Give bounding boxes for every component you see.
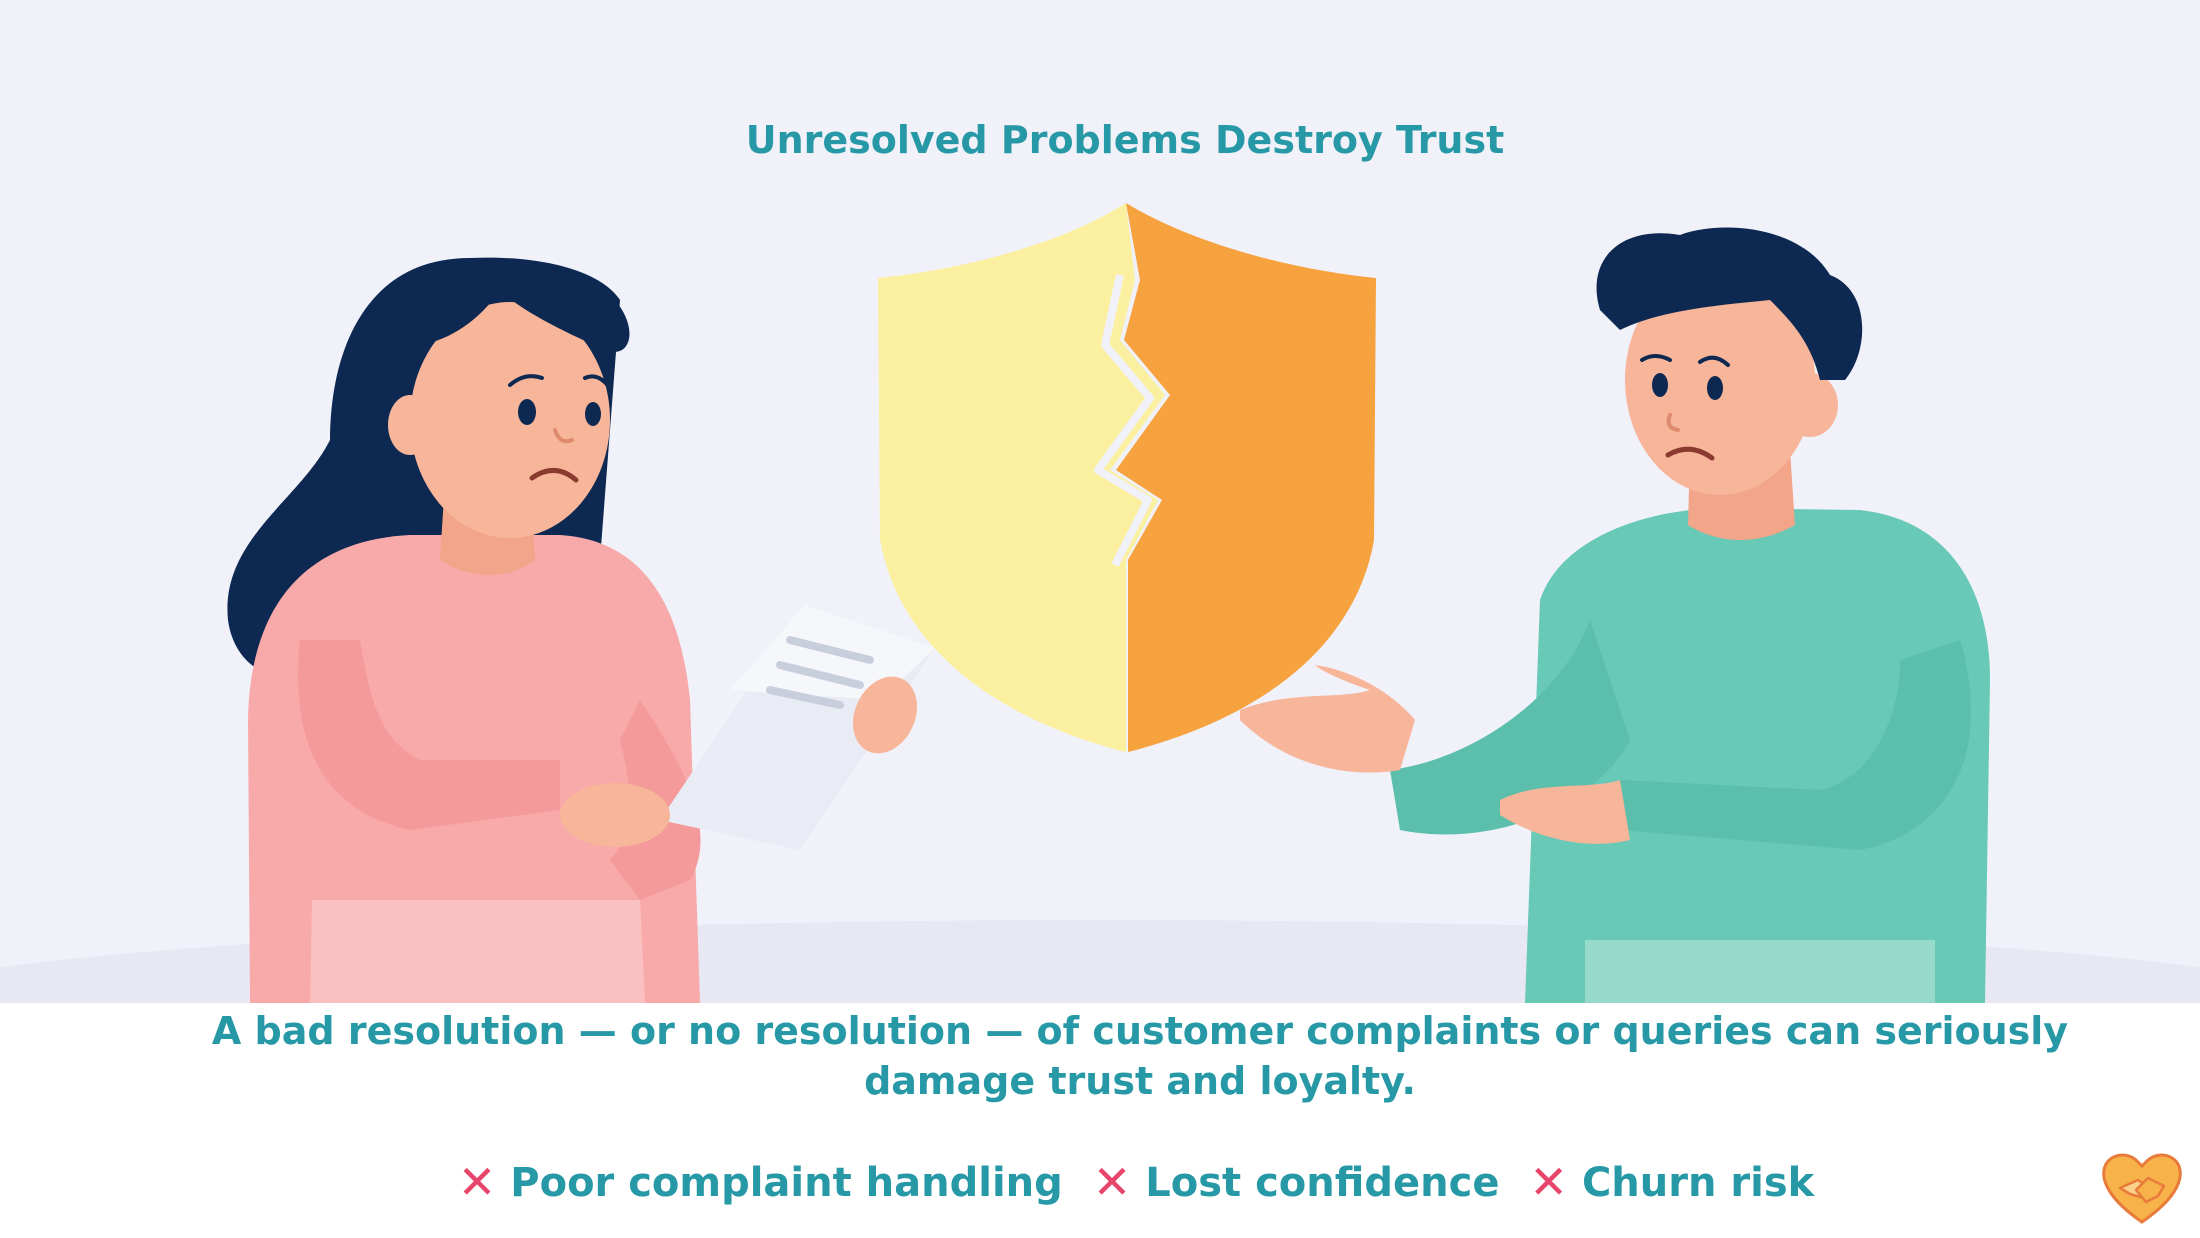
cross-icon: ✕ (1529, 1155, 1568, 1209)
handshake-heart-logo (2102, 1153, 2182, 1224)
risk-tag: ✕ Churn risk (1529, 1155, 1814, 1209)
risk-tag: ✕ Lost confidence (1093, 1155, 1500, 1209)
illustration-art (227, 203, 1990, 1003)
page-title: Unresolved Problems Destroy Trust (745, 118, 1505, 162)
risk-tag: ✕ Poor complaint handling (458, 1155, 1063, 1209)
worried-man (1240, 227, 1990, 1003)
worried-woman (227, 257, 935, 1003)
caption-text: A bad resolution — or no resolution — of… (211, 1009, 2069, 1103)
cross-icon: ✕ (457, 1155, 497, 1209)
risk-tag-label: Churn risk (1581, 1160, 1815, 1206)
cross-icon: ✕ (1092, 1155, 1132, 1209)
risk-tag-label: Poor complaint handling (510, 1160, 1063, 1206)
risk-tag-label: Lost confidence (1145, 1160, 1500, 1206)
broken-shield-icon (878, 203, 1376, 752)
risk-tags: ✕ Poor complaint handling ✕ Lost confidenc… (0, 1155, 2200, 1209)
illustration (0, 0, 2200, 1003)
